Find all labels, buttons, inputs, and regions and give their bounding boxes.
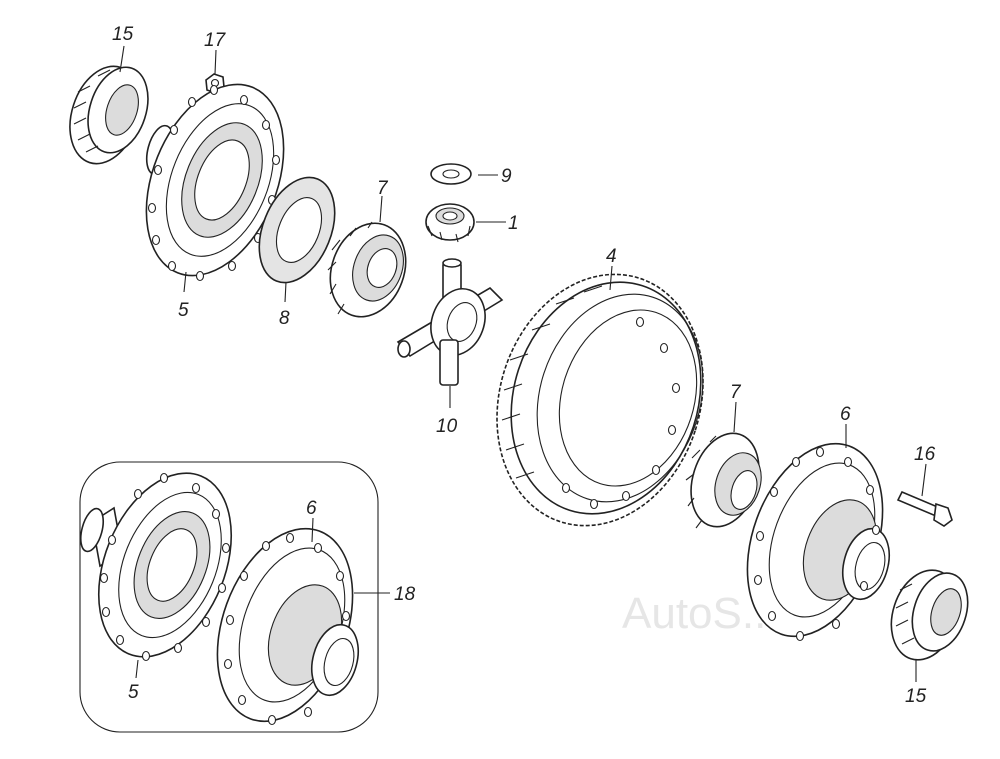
kit-18-part-5-case-half: [79, 472, 233, 662]
callout-labels: 15 17 5 8 9 1 7 10 4 7 6 16 15 6 18 5: [112, 24, 936, 707]
part-1-pinion: [425, 203, 475, 243]
callout-7-right: 7: [730, 382, 742, 403]
callout-10: 10: [436, 416, 458, 437]
callout-8: 8: [279, 308, 290, 329]
part-10-spider: [396, 258, 504, 386]
callout-18: 18: [394, 584, 416, 605]
leader-lines: [119, 45, 927, 682]
kit-18-box: [79, 461, 379, 733]
part-8-washer: [258, 176, 336, 284]
callout-6-right: 6: [840, 404, 851, 425]
callout-17: 17: [204, 30, 227, 51]
part-15-bearing-right: [890, 569, 969, 661]
callout-15-top: 15: [112, 24, 134, 45]
part-16-bolt: [896, 490, 953, 527]
part-4-ring-gear: [496, 273, 704, 527]
part-9-washer: [430, 163, 472, 185]
callout-4: 4: [606, 246, 617, 267]
part-6-case-half-right: [746, 442, 891, 642]
part-15-bearing-top: [69, 65, 149, 165]
callout-1: 1: [508, 213, 519, 234]
callout-5-kit: 5: [128, 682, 139, 703]
callout-7-top: 7: [377, 178, 389, 199]
callout-9: 9: [501, 166, 512, 187]
callout-16: 16: [914, 444, 936, 465]
callout-15-right: 15: [905, 686, 927, 707]
kit-18-part-6-case-half: [216, 527, 360, 726]
part-5-case-half-top: [145, 83, 285, 282]
callout-5-top: 5: [178, 300, 189, 321]
callout-6-kit: 6: [306, 498, 317, 519]
part-7-side-gear-right: [685, 432, 762, 529]
part-7-side-gear-top: [327, 221, 407, 318]
